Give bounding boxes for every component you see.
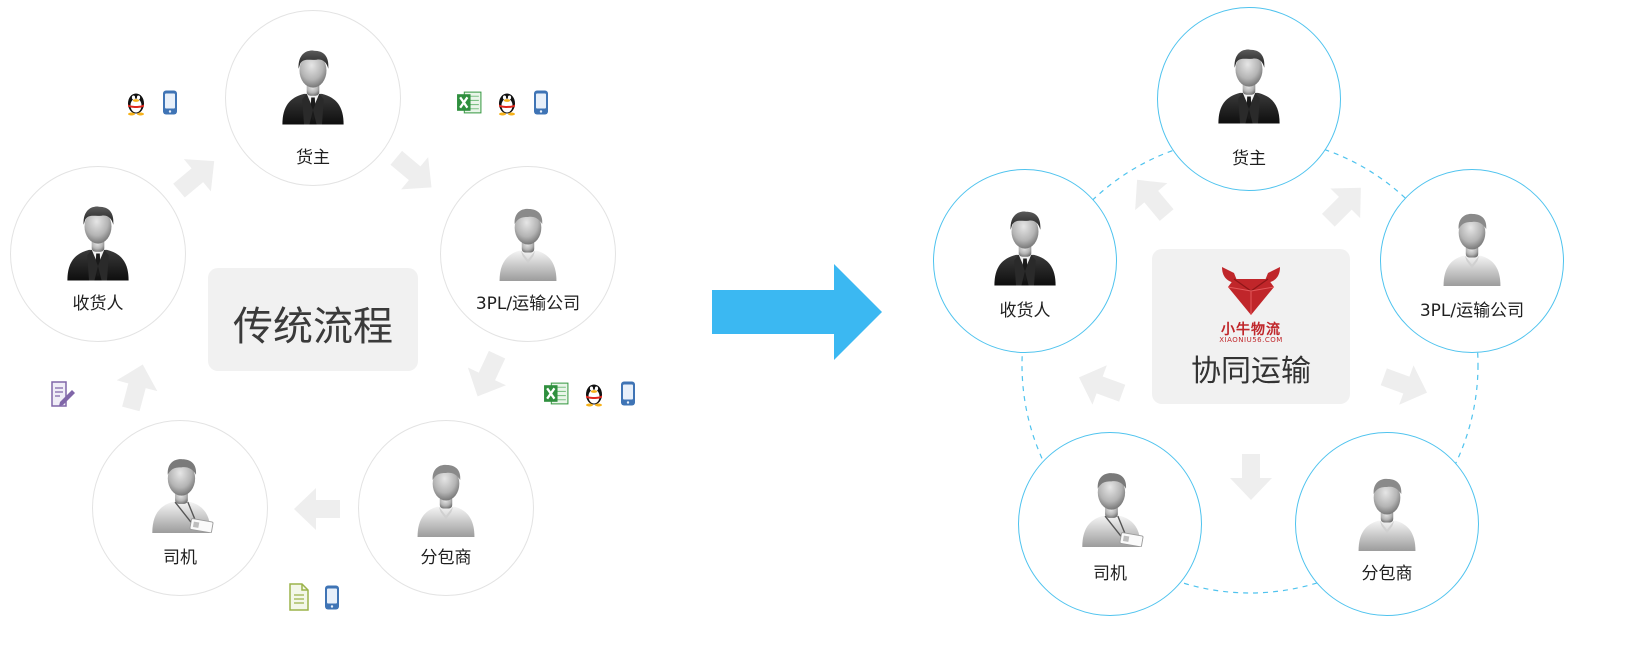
trad-label-driver: 司机 xyxy=(163,548,197,568)
collab-node-driver: 司机 xyxy=(1018,432,1202,616)
trad-label-shipper: 货主 xyxy=(296,148,330,168)
traditional-title-box: 传统流程 xyxy=(208,268,418,371)
trad-label-consignee: 收货人 xyxy=(72,294,124,314)
person-icon xyxy=(1436,206,1508,286)
excel-icon xyxy=(456,89,483,116)
collab-label-subcontractor: 分包商 xyxy=(1361,564,1413,584)
flow-arrow-center-to-consignee xyxy=(1074,358,1126,410)
flow-arrow-center-to-consignee-top xyxy=(1126,170,1178,222)
qq-penguin-icon xyxy=(495,89,519,116)
collab-label-shipper: 货主 xyxy=(1232,149,1266,169)
trad-node-carrier: 3PL/运输公司 xyxy=(440,166,616,342)
driver-icon xyxy=(145,451,227,533)
flow-arrow-shipper-to-carrier xyxy=(388,148,440,200)
excel-icon xyxy=(543,380,570,407)
collab-label-driver: 司机 xyxy=(1093,564,1127,584)
flow-arrow-center-to-subcontractor xyxy=(1380,360,1432,412)
traditional-title: 传统流程 xyxy=(233,304,393,350)
flow-arrow-carrier-to-subcontractor xyxy=(460,350,512,402)
mobile-phone-icon xyxy=(533,89,549,116)
businessman-icon xyxy=(989,204,1061,286)
trad-node-driver: 司机 xyxy=(92,420,268,596)
flow-arrow-subcontractor-to-driver xyxy=(294,488,340,530)
trad-node-shipper: 货主 xyxy=(225,10,401,186)
mobile-phone-icon xyxy=(620,380,636,407)
person-icon xyxy=(492,201,564,281)
businessman-icon xyxy=(1213,42,1285,124)
collab-node-carrier: 3PL/运输公司 xyxy=(1380,169,1564,353)
mobile-phone-icon xyxy=(324,584,340,611)
person-icon xyxy=(1351,471,1423,551)
driver-icon xyxy=(1075,465,1157,547)
qq-penguin-icon xyxy=(124,89,148,116)
transition-arrow xyxy=(712,264,882,360)
xiaoniu-bull-logo-icon xyxy=(1222,267,1280,315)
collaborative-title: 协同运输 xyxy=(1191,354,1311,389)
collaborative-center-box: 小牛物流 XIAONIU56.COM 协同运输 xyxy=(1152,249,1350,404)
trad-label-subcontractor: 分包商 xyxy=(420,548,472,568)
collab-label-carrier: 3PL/运输公司 xyxy=(1419,301,1525,321)
collab-label-consignee: 收货人 xyxy=(999,301,1051,321)
trad-label-carrier: 3PL/运输公司 xyxy=(475,294,581,314)
collab-node-consignee: 收货人 xyxy=(933,169,1117,353)
flow-arrow-driver-to-consignee xyxy=(112,360,164,412)
logo-domain: XIAONIU56.COM xyxy=(1219,336,1283,344)
businessman-icon xyxy=(277,43,349,125)
trad-node-consignee: 收货人 xyxy=(10,166,186,342)
document-icon xyxy=(288,583,310,611)
edit-document-icon xyxy=(50,380,76,408)
mobile-phone-icon xyxy=(162,89,178,116)
collab-node-subcontractor: 分包商 xyxy=(1295,432,1479,616)
person-icon xyxy=(410,457,482,537)
businessman-icon xyxy=(62,199,134,281)
logo-name: 小牛物流 xyxy=(1221,322,1281,338)
trad-node-subcontractor: 分包商 xyxy=(358,420,534,596)
flow-arrow-consignee-to-shipper xyxy=(172,150,224,202)
flow-arrow-center-to-driver xyxy=(1230,454,1272,500)
collab-node-shipper: 货主 xyxy=(1157,7,1341,191)
qq-penguin-icon xyxy=(582,380,606,407)
flow-arrow-center-to-carrier xyxy=(1320,178,1372,230)
